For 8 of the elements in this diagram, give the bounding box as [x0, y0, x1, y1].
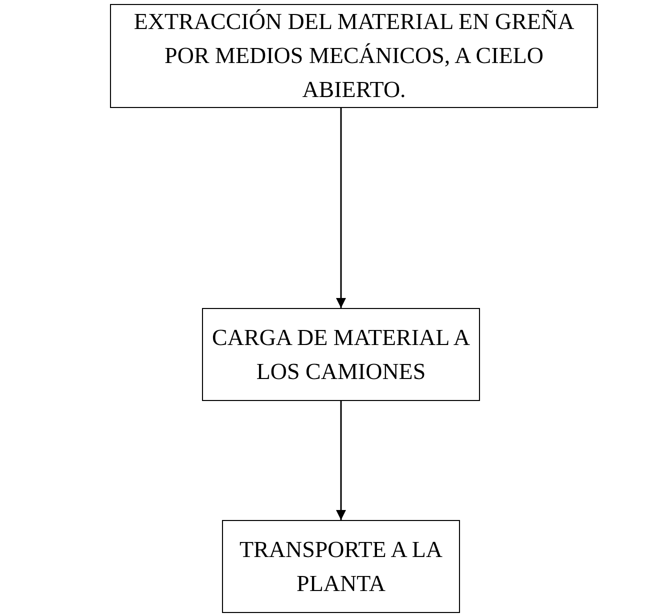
process-box — [202, 308, 480, 401]
step-text: EXTRACCIÓN DEL MATERIAL EN GREÑA POR MEDIOS MECÁNICOS, A CIELO ABIERTO. — [132, 8, 576, 104]
process-box — [222, 520, 460, 613]
step-text: TRANSPORTE A LA PLANTA — [238, 536, 444, 598]
arrow — [336, 108, 346, 308]
step-text: CARGA DE MATERIAL A LOS CAMIONES — [211, 324, 471, 386]
arrow — [336, 401, 346, 520]
process-box — [110, 4, 598, 108]
